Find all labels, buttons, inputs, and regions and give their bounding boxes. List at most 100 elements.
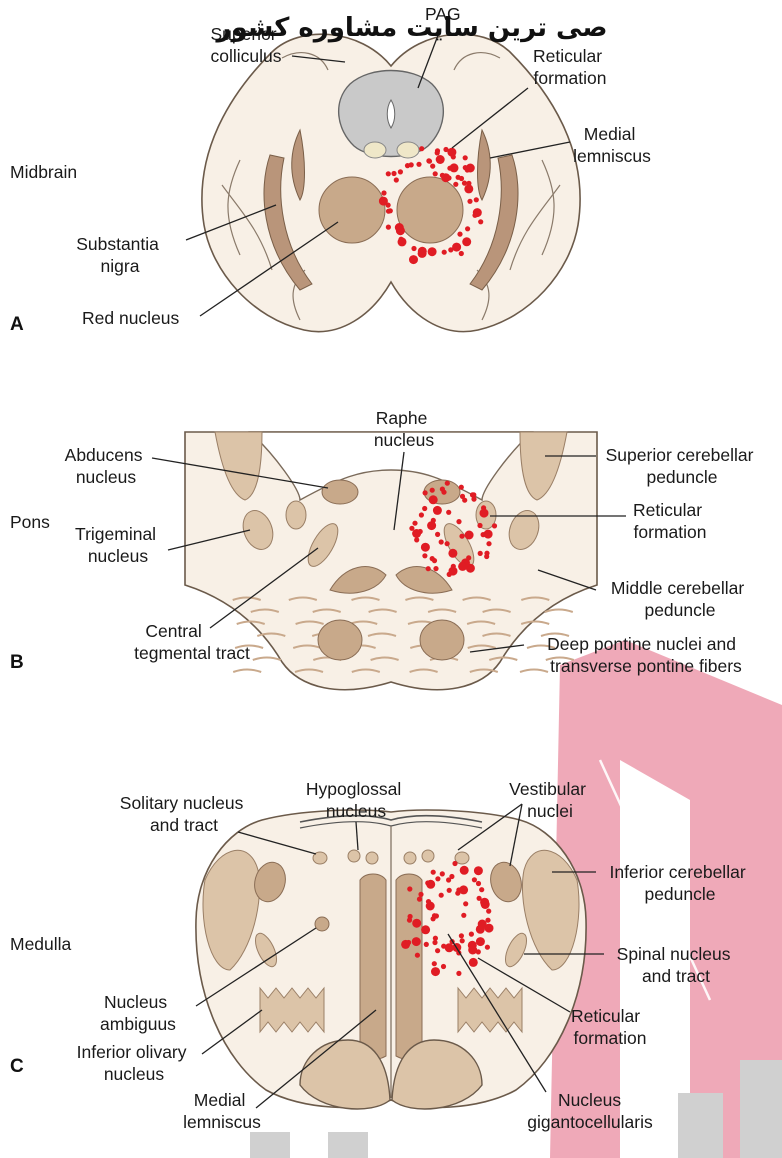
reticular-dot	[469, 958, 478, 967]
reticular-dot	[472, 213, 477, 218]
label-middle-cerebellar-peduncle: Middle cerebellar peduncle	[611, 578, 749, 620]
hypoglossal-nucleus	[404, 852, 416, 864]
label-superior-cerebellar-peduncle: Superior cerebellar peduncle	[606, 445, 759, 487]
reticular-dot	[451, 154, 456, 159]
reticular-dot	[411, 246, 416, 251]
reticular-dot	[472, 877, 477, 882]
medial-lemniscus-column	[396, 874, 422, 1060]
reticular-dot	[408, 914, 413, 919]
reticular-dot	[477, 523, 482, 528]
abducens-nucleus	[322, 480, 358, 504]
reticular-dot	[445, 541, 450, 546]
reticular-dot	[459, 251, 464, 256]
reticular-dot	[466, 555, 471, 560]
watermark-gray-block	[328, 1132, 368, 1158]
reticular-dot	[442, 250, 447, 255]
reticular-dot	[409, 255, 418, 264]
reticular-dot	[476, 937, 485, 946]
reticular-dot	[482, 511, 487, 516]
reticular-dot	[476, 881, 481, 886]
reticular-dot	[458, 562, 467, 571]
reticular-dot	[443, 147, 448, 152]
panel-c-medulla: C Medulla Hypoglossal nucleus Solitary n…	[10, 779, 751, 1132]
reticular-dot	[447, 572, 452, 577]
pontine-fiber	[520, 670, 548, 673]
reticular-dot	[424, 942, 429, 947]
reticular-dot	[474, 197, 479, 202]
reticular-dot	[471, 497, 476, 502]
label-medial-lemniscus: Medial lemniscus	[573, 124, 651, 166]
reticular-dot	[461, 913, 466, 918]
reticular-dot	[429, 495, 438, 504]
reticular-dot	[426, 899, 431, 904]
reticular-dot	[421, 543, 430, 552]
reticular-dot	[405, 163, 410, 168]
reticular-dot	[441, 944, 446, 949]
reticular-dot	[412, 919, 421, 928]
hypoglossal-nucleus	[422, 850, 434, 862]
panel-letter: A	[10, 314, 24, 335]
pontine-fiber	[233, 670, 261, 673]
reticular-dot	[431, 518, 436, 523]
reticular-dot	[478, 920, 487, 929]
reticular-dot	[423, 490, 428, 495]
reticular-dot	[462, 237, 471, 246]
reticular-dot	[419, 146, 424, 151]
reticular-dot	[394, 177, 399, 182]
reticular-dot	[462, 498, 467, 503]
reticular-dot	[485, 918, 490, 923]
reticular-dot	[428, 247, 437, 256]
reticular-dot	[474, 866, 483, 875]
hypoglossal-nucleus	[366, 852, 378, 864]
label-central-tegmental-tract: Central tegmental tract	[134, 621, 250, 663]
label-nucleus-ambiguus: Nucleus ambiguus	[100, 992, 176, 1034]
reticular-dot	[441, 964, 446, 969]
reticular-dot	[460, 938, 465, 943]
reticular-dot	[463, 155, 468, 160]
reticular-dot	[435, 150, 440, 155]
reticular-dot	[407, 886, 412, 891]
label-substantia-nigra: Substantia nigra	[76, 234, 164, 276]
label-inferior-olivary-nucleus: Inferior olivary nucleus	[77, 1042, 192, 1084]
reticular-dot	[412, 521, 417, 526]
reticular-dot	[439, 893, 444, 898]
reticular-dot	[416, 162, 421, 167]
reticular-dot	[386, 209, 391, 214]
label-trigeminal-nucleus: Trigeminal nucleus	[75, 524, 161, 566]
reticular-dot	[395, 223, 404, 232]
reticular-dot	[381, 190, 386, 195]
reticular-dot	[459, 885, 468, 894]
reticular-dot	[469, 932, 474, 937]
reticular-dot	[440, 173, 445, 178]
reticular-dot	[435, 532, 440, 537]
label-abducens-nucleus: Abducens nucleus	[65, 445, 148, 487]
reticular-dot	[419, 512, 424, 517]
reticular-dot	[479, 887, 484, 892]
label-reticular-formation: Reticular formation	[533, 46, 607, 88]
reticular-dot	[433, 566, 438, 571]
panel-letter: C	[10, 1056, 24, 1077]
reticular-dot	[391, 171, 396, 176]
reticular-dot	[430, 164, 435, 169]
reticular-dot	[465, 531, 474, 540]
reticular-dot	[434, 913, 439, 918]
reticular-dot	[422, 506, 427, 511]
reticular-dot	[439, 539, 444, 544]
reticular-dot	[460, 866, 469, 875]
label-solitary-nucleus: Solitary nucleus and tract	[120, 793, 248, 835]
medial-lemniscus-column	[360, 874, 386, 1060]
pontine-fiber	[489, 658, 517, 661]
reticular-dot	[435, 876, 440, 881]
label-medial-lemniscus: Medial lemniscus	[183, 1090, 261, 1132]
reticular-dot	[418, 892, 423, 897]
deep-pontine-nucleus	[420, 620, 464, 660]
reticular-dot	[492, 523, 497, 528]
reticular-dot	[449, 874, 454, 879]
reticular-dot	[448, 247, 453, 252]
watermark-gray-block	[740, 1060, 782, 1158]
reticular-dot	[431, 967, 440, 976]
reticular-dot	[468, 946, 477, 955]
region-label: Pons	[10, 512, 50, 532]
reticular-dot	[484, 530, 493, 539]
